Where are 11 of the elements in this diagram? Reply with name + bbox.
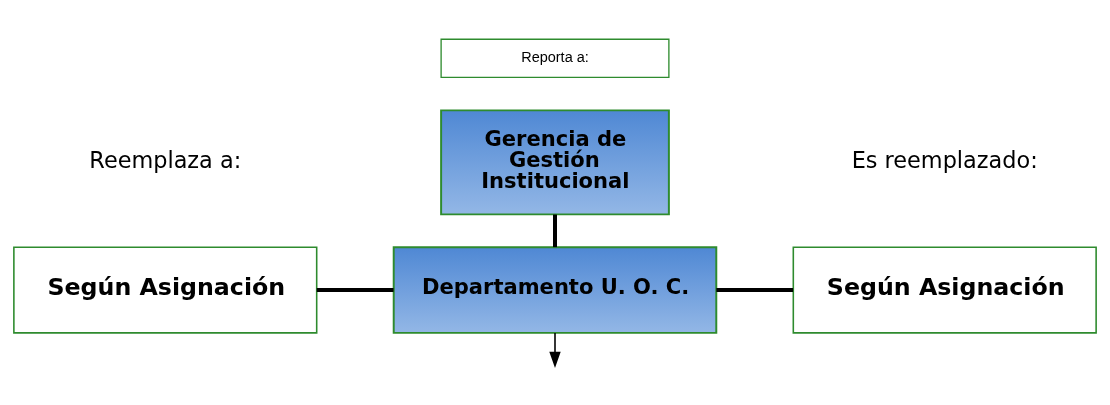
node-box: Según Asignación <box>792 246 1097 334</box>
node-box: Reporta a: <box>440 38 670 78</box>
connector <box>716 287 794 292</box>
node-box: Departamento U. O. C. <box>392 245 718 334</box>
connector <box>553 214 557 247</box>
label: Es reemplazado: <box>851 146 1038 173</box>
node-box: Según Asignación <box>13 246 318 334</box>
connector <box>316 287 394 292</box>
label: Reemplaza a: <box>89 146 242 173</box>
node-box: Gerencia de Gestión Institucional <box>440 108 670 215</box>
arrow <box>549 331 561 368</box>
